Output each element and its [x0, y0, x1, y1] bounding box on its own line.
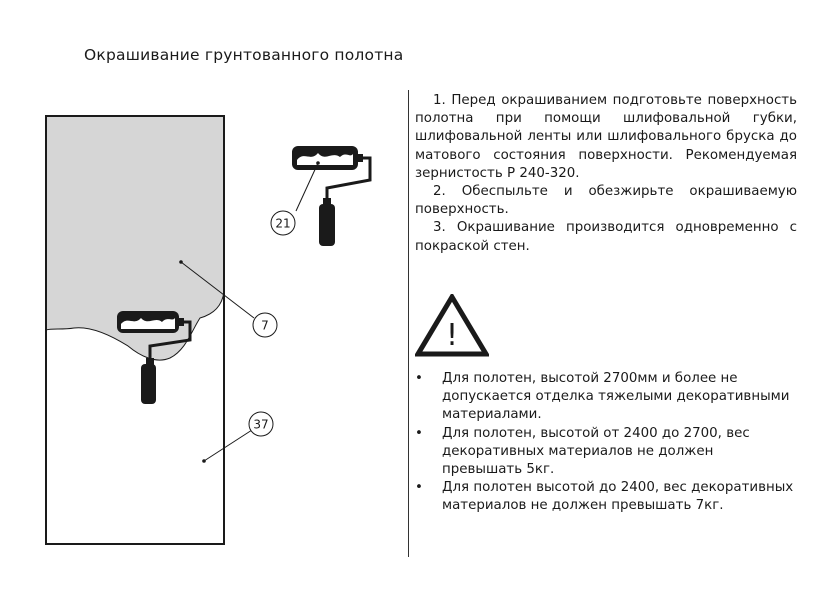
warning-list: • Для полотен, высотой 2700мм и более не… [415, 370, 797, 516]
warning-symbol: ! [446, 318, 458, 353]
list-item-text: Для полотен, высотой 2700мм и более не д… [442, 371, 790, 423]
instructions: 1. Перед окрашиванием подготовьте поверх… [415, 92, 797, 256]
step-3: 3. Окрашивание производится одновременно… [415, 220, 797, 254]
bullet-marker: • [415, 371, 423, 386]
callout-7: 7 [252, 312, 278, 338]
step-2: 2. Обеспыльте и обезжирьте окрашиваемую … [415, 184, 797, 218]
roller-on-door-icon [117, 311, 192, 404]
callout-21: 21 [270, 210, 296, 236]
list-item-text: Для полотен, высотой от 2400 до 2700, ве… [442, 425, 750, 478]
list-item: • Для полотен высотой до 2400, вес декор… [415, 479, 797, 515]
bullet-marker: • [415, 425, 423, 441]
page-title: Окрашивание грунтованного полотна [84, 46, 404, 64]
list-item: • Для полотен, высотой 2700мм и более не… [415, 370, 797, 425]
callout-37-label: 37 [253, 418, 268, 432]
callout-21-label: 21 [275, 217, 290, 231]
door-painting-illustration: 21 7 37 [45, 115, 372, 545]
callout-7-label: 7 [261, 319, 269, 333]
bullet-marker: • [415, 480, 423, 496]
step-1: 1. Перед окрашиванием подготовьте поверх… [415, 93, 797, 181]
callout-37: 37 [248, 411, 274, 437]
column-divider [408, 90, 409, 557]
list-item: • Для полотен, высотой от 2400 до 2700, … [415, 425, 797, 480]
list-item-text: Для полотен высотой до 2400, вес декорат… [442, 480, 794, 514]
door-leaf-outline [45, 115, 225, 545]
roller-icon [292, 146, 372, 246]
warning-triangle-icon: ! [413, 292, 491, 362]
